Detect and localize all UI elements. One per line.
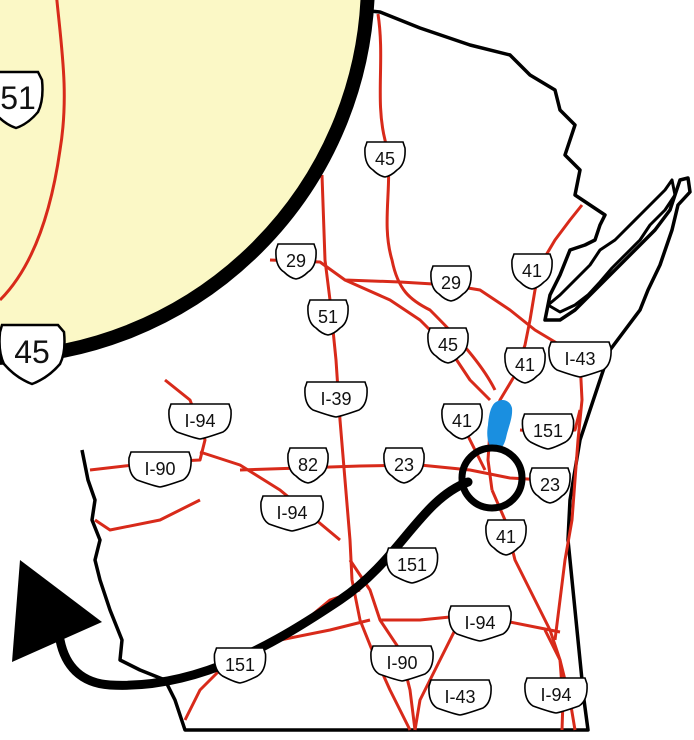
shield-label: 82 <box>298 455 318 475</box>
shield-outline <box>168 403 232 440</box>
shield-outline <box>385 547 439 584</box>
route-shield: 41 <box>441 403 483 440</box>
shield-outline <box>548 341 612 378</box>
inset-label-51: 51 <box>0 80 36 116</box>
shield-label: I-43 <box>444 687 475 707</box>
shield-label: 23 <box>540 475 560 495</box>
inset-label-45: 45 <box>14 334 50 370</box>
inset-circle <box>0 0 375 365</box>
shield-label: 41 <box>515 355 535 375</box>
arrow-pointer-icon <box>12 560 102 662</box>
route-shield: 41 <box>485 519 527 556</box>
shield-outline <box>485 519 527 556</box>
route-shield: I-90 <box>128 451 192 488</box>
route-shield: 151 <box>385 547 439 584</box>
route-shield: 23 <box>383 447 425 484</box>
shield-label: 29 <box>441 273 461 293</box>
shield-label: 41 <box>522 261 542 281</box>
route-shield: 45 <box>427 327 469 364</box>
shield-outline <box>448 605 512 642</box>
highway-segment <box>94 498 201 532</box>
shield-outline <box>260 495 324 532</box>
route-shield: I-43 <box>428 679 492 716</box>
inset-shield-51: 51 <box>0 70 44 130</box>
shield-label: I-94 <box>464 613 495 633</box>
route-shield: I-39 <box>304 381 368 418</box>
highway-segment <box>199 450 341 542</box>
highway-segment <box>348 559 561 634</box>
circle-highlight-icon <box>458 444 526 512</box>
shield-label: 41 <box>496 527 516 547</box>
shield-label: 41 <box>452 411 472 431</box>
inset-roads <box>0 0 66 302</box>
route-shield: 51 <box>307 299 349 336</box>
shield-outline <box>427 327 469 364</box>
route-shield: I-94 <box>448 605 512 642</box>
route-shield: 45 <box>364 141 406 178</box>
route-shield: 151 <box>213 647 267 684</box>
route-shield: 29 <box>430 265 472 302</box>
arrow-pointer-curve <box>55 477 473 690</box>
shield-outline <box>304 381 368 418</box>
shield-label: I-94 <box>276 503 307 523</box>
shield-outline <box>428 679 492 716</box>
lake-icon <box>487 400 513 451</box>
shield-outline <box>213 647 267 684</box>
shield-label: 51 <box>318 307 338 327</box>
inset-shield-45: 45 <box>0 323 66 386</box>
route-shield: 29 <box>275 243 317 280</box>
shield-outline <box>524 677 588 714</box>
shield-label: 151 <box>225 655 255 675</box>
route-shield: I-43 <box>548 341 612 378</box>
shield-outline <box>364 141 406 178</box>
shield-label: I-90 <box>386 653 417 673</box>
shield-outline <box>287 447 329 484</box>
route-shield: I-94 <box>260 495 324 532</box>
shield-label: I-43 <box>564 349 595 369</box>
route-shield: I-94 <box>524 677 588 714</box>
shield-label: 29 <box>286 251 306 271</box>
route-shield: 41 <box>511 253 553 290</box>
shield-outline <box>128 451 192 488</box>
shield-outline <box>370 645 434 682</box>
route-shield: I-90 <box>370 645 434 682</box>
route-shield: 151 <box>521 413 575 450</box>
shield-label: 151 <box>533 421 563 441</box>
route-shield: I-94 <box>168 403 232 440</box>
shield-outline <box>529 467 571 504</box>
shield-outline <box>504 347 546 384</box>
shield-label: I-39 <box>320 389 351 409</box>
shield-label: 45 <box>375 149 395 169</box>
shield-label: I-94 <box>540 685 571 705</box>
shield-outline <box>275 243 317 280</box>
shield-label: I-90 <box>144 459 175 479</box>
shield-label: 45 <box>438 335 458 355</box>
shield-outline <box>430 265 472 302</box>
shield-label: 151 <box>397 555 427 575</box>
shield-outline <box>307 299 349 336</box>
highway-segment <box>413 619 462 731</box>
shield-label: 23 <box>394 455 414 475</box>
peninsula-outline <box>546 178 677 314</box>
shield-outline <box>521 413 575 450</box>
route-shield: 82 <box>287 447 329 484</box>
shield-outline <box>441 403 483 440</box>
route-shield: 23 <box>529 467 571 504</box>
state-outline <box>80 8 692 732</box>
shield-outline <box>511 253 553 290</box>
shield-outline <box>383 447 425 484</box>
route-shield: 41 <box>504 347 546 384</box>
highway-segment <box>553 359 584 641</box>
shield-label: I-94 <box>184 411 215 431</box>
